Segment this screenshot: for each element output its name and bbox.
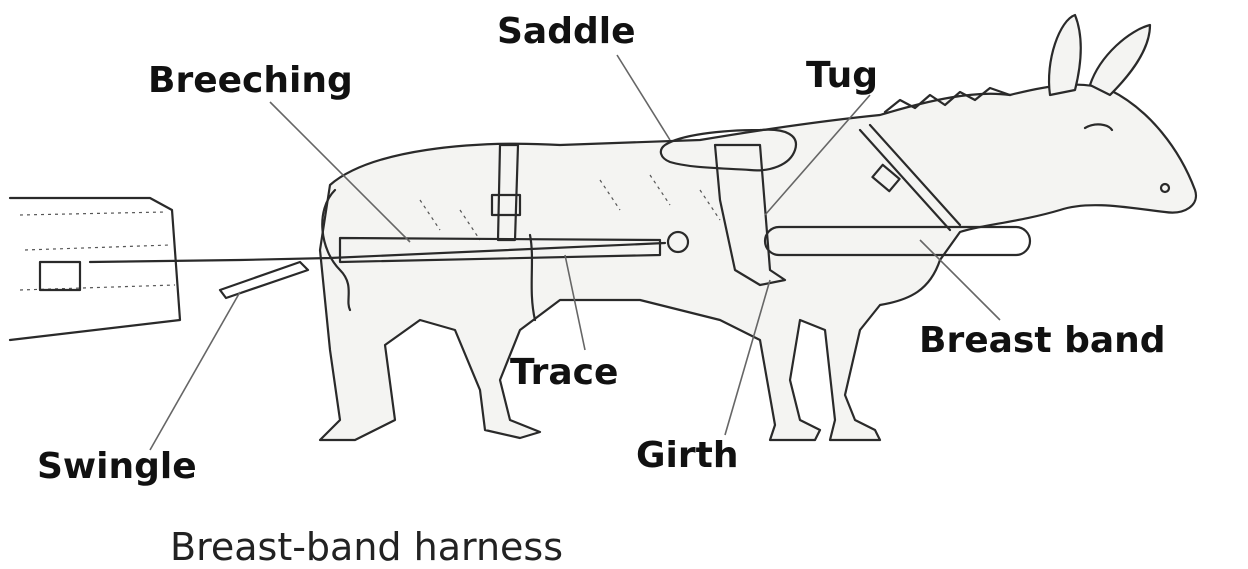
label-breast-band: Breast band [919, 323, 1166, 359]
label-girth: Girth [636, 438, 738, 474]
cart-box [10, 198, 180, 340]
leader-swingle [150, 292, 240, 450]
donkey [320, 15, 1196, 440]
leader-breast-band [920, 240, 1000, 320]
label-trace: Trace [510, 355, 618, 391]
label-tug: Tug [806, 58, 878, 94]
leader-saddle [617, 55, 670, 140]
label-breeching: Breeching [148, 63, 353, 99]
diagram-caption: Breast-band harness [170, 528, 563, 566]
label-saddle: Saddle [497, 14, 636, 50]
label-swingle: Swingle [37, 449, 197, 485]
